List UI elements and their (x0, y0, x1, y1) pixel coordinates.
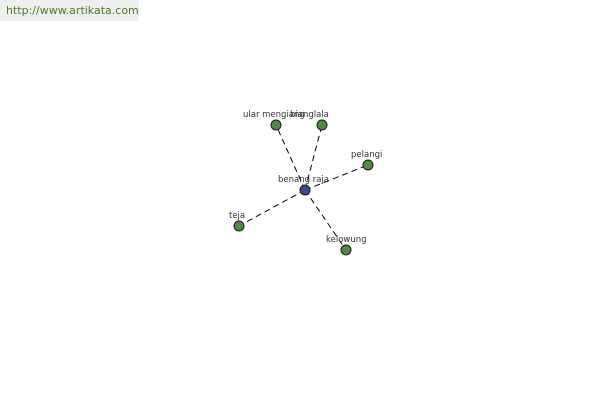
node-label-teja[interactable]: teja (229, 211, 245, 221)
node-label-bianglala[interactable]: bianglala (290, 110, 329, 120)
node-label-pelangi[interactable]: pelangi (351, 150, 382, 160)
node-pelangi[interactable] (362, 159, 374, 171)
site-url-banner[interactable]: http://www.artikata.com (0, 0, 139, 21)
edge-benang-raja-bianglala (304, 124, 323, 191)
node-label-kelowung[interactable]: kelowung (326, 235, 367, 245)
node-label-benang-raja[interactable]: benang raja (278, 175, 329, 185)
node-ular-mengiang[interactable] (270, 119, 282, 131)
edge-benang-raja-pelangi (304, 164, 369, 191)
node-bianglala[interactable] (316, 119, 328, 131)
node-kelowung[interactable] (340, 244, 352, 256)
edge-benang-raja-teja (238, 189, 306, 227)
site-url-text[interactable]: http://www.artikata.com (6, 4, 139, 17)
node-label-ular-mengiang[interactable]: ular mengiang (243, 110, 305, 120)
node-teja[interactable] (233, 220, 245, 232)
edge-benang-raja-ular-mengiang (275, 124, 306, 191)
node-benang-raja[interactable] (299, 184, 311, 196)
nodes-layer (233, 119, 374, 256)
edge-benang-raja-kelowung (304, 189, 347, 251)
edges-layer (238, 124, 369, 251)
